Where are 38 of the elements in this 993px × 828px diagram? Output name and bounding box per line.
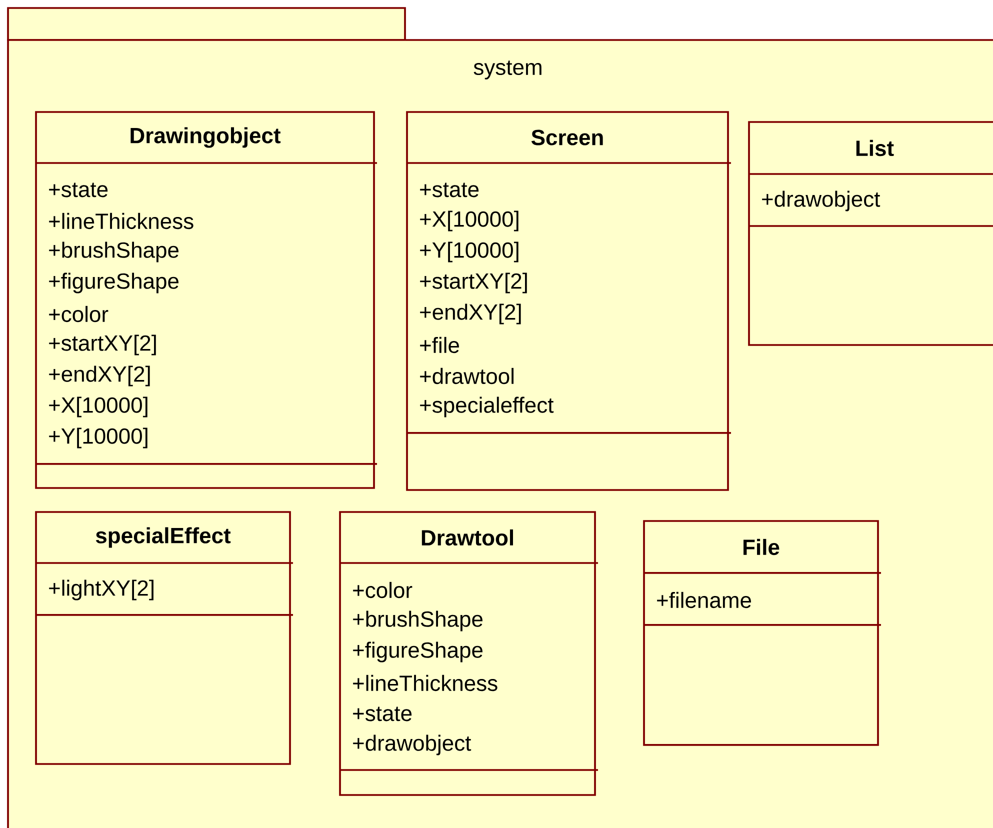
class-name: Drawtool xyxy=(422,529,513,546)
attribute-text: +drawobject xyxy=(762,190,880,212)
attribute-text: +drawobject xyxy=(353,734,472,756)
class-name: File xyxy=(744,538,780,556)
class-box xyxy=(35,511,293,765)
attribute-text: +X[10000] xyxy=(420,210,518,232)
attribute-text: +state xyxy=(49,182,108,198)
class-box xyxy=(748,121,993,346)
class-name: specialEffect xyxy=(96,527,231,548)
attribute-text: +startXY[2] xyxy=(420,272,527,294)
attribute-text: +figureShape xyxy=(49,272,178,294)
class-name: Drawingobject xyxy=(130,127,281,148)
attribute-text: +color xyxy=(49,306,108,322)
attribute-text: +X[10000] xyxy=(49,396,148,418)
attribute-text: +brushShape xyxy=(353,610,482,632)
class-box xyxy=(35,111,377,489)
attribute-text: +specialeffect xyxy=(420,396,554,418)
class-name: Screen xyxy=(531,130,603,146)
attribute-text: +lightXY[2] xyxy=(49,580,154,600)
attribute-text: +lineThickness xyxy=(49,212,194,230)
attribute-text: +endXY[2] xyxy=(49,366,150,386)
attribute-text: +brushShape xyxy=(49,242,178,262)
attribute-text: +startXY[2] xyxy=(49,334,156,356)
attribute-text: +drawtool xyxy=(420,368,514,384)
attribute-text: +file xyxy=(420,336,459,354)
class-name: List xyxy=(856,140,894,156)
class-box xyxy=(406,111,731,491)
attribute-text: +filename xyxy=(657,592,751,608)
attribute-text: +state xyxy=(353,706,412,722)
attribute-text: +lineThickness xyxy=(353,674,498,692)
attribute-text: +color xyxy=(353,582,412,598)
attribute-text: +Y[10000] xyxy=(49,428,148,448)
attribute-text: +endXY[2] xyxy=(420,304,521,324)
attribute-text: +Y[10000] xyxy=(420,242,518,262)
class-box xyxy=(643,520,881,746)
attribute-text: +figureShape xyxy=(353,642,482,662)
class-box xyxy=(339,511,598,796)
attribute-text: +state xyxy=(420,182,479,198)
